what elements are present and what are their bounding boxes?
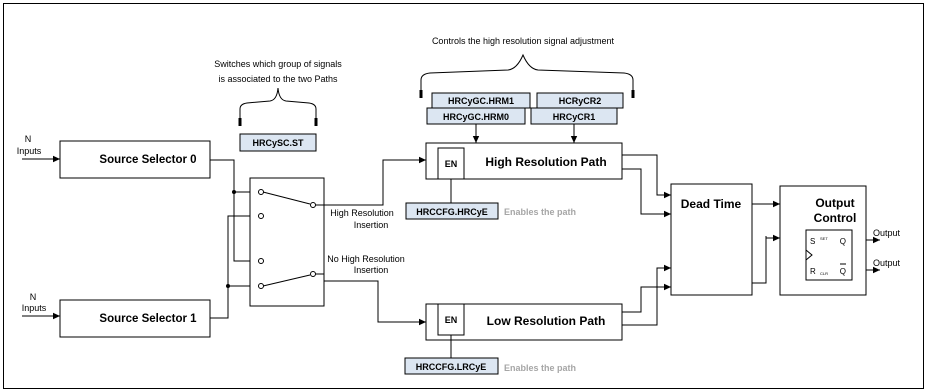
output-control-line2: Control (814, 211, 857, 225)
wire-high-to-deadtime-1 (622, 154, 671, 199)
switch-arm-high (262, 191, 311, 205)
ff-qbar: Q (840, 267, 846, 276)
output-control-line1: Output (815, 196, 854, 210)
switch-arm-low (262, 274, 311, 287)
switch-note-brace (239, 87, 317, 118)
register-hrcysc-st (239, 133, 317, 152)
en-low-box (437, 303, 465, 336)
enables-path-low: Enables the path (504, 363, 576, 373)
hr-insertion-line1: High Resolution (330, 208, 394, 218)
switch-note-line1: Switches which group of signals (214, 59, 342, 69)
dead-time (670, 183, 753, 296)
ff-q: Q (840, 237, 846, 246)
wire-low-to-deadtime-1 (622, 283, 671, 313)
wire-to-high-path (324, 156, 426, 206)
en-low-label: EN (445, 315, 458, 325)
register-hrm0-label: HRCyGC.HRM0 (443, 112, 509, 122)
input-bottom-n: N (30, 292, 37, 302)
register-lrcye (404, 357, 499, 375)
junction-ss0 (232, 190, 236, 194)
dead-time-label: Dead Time (681, 197, 742, 211)
switch-contact-4 (258, 283, 264, 289)
ff-r: R (810, 267, 816, 276)
en-high-label: EN (445, 159, 458, 169)
junction-ss1 (226, 284, 230, 288)
register-hrcye-label: HRCCFG.HRCyE (416, 207, 488, 217)
switch-out-high (310, 202, 316, 208)
switch-note-line2: is associated to the two Paths (218, 74, 338, 84)
hr-insertion-line2: Insertion (354, 220, 389, 230)
register-cr2-label: HCRyCR2 (559, 96, 602, 106)
output-top-label: Output (873, 228, 901, 238)
register-hrcysc-st-label: HRCySC.ST (252, 138, 304, 148)
ff-clock-triangle (805, 249, 813, 261)
wire-to-low-path (324, 280, 426, 326)
register-cr1-label: HRCyCR1 (553, 112, 596, 122)
register-lrcye-label: HRCCFG.LRCyE (416, 362, 487, 372)
no-hr-line1: No High Resolution (327, 254, 405, 264)
flip-flop (805, 229, 853, 281)
wire-ss1-to-switch (210, 215, 261, 319)
switch-out-low (310, 271, 316, 277)
switch-contact-2 (258, 213, 264, 219)
wire-ss0-to-switch (210, 159, 261, 193)
ff-clr: CLR (820, 271, 828, 276)
wire-high-to-deadtime-2 (622, 168, 671, 218)
ff-s: S (810, 237, 815, 246)
register-hrm1-label: HRCyGC.HRM1 (448, 96, 514, 106)
ff-set: SET (820, 236, 828, 241)
outer-frame (3, 3, 924, 389)
no-hr-line2: Insertion (354, 265, 389, 275)
input-top-label: Inputs (17, 146, 42, 156)
switch-contact-1 (258, 189, 264, 195)
input-top-n: N (25, 134, 32, 144)
high-resolution-path-label: High Resolution Path (485, 155, 606, 169)
wire-deadtime-to-output-2a (752, 236, 767, 284)
register-hrcye (405, 202, 499, 220)
switch-contact-3 (258, 258, 264, 264)
wire-low-to-deadtime-2 (622, 264, 671, 326)
source-selector-0-label: Source Selector 0 (99, 154, 196, 166)
hr-note: Controls the high resolution signal adju… (432, 36, 615, 46)
enables-path-high: Enables the path (504, 207, 576, 217)
output-bottom-label: Output (873, 258, 901, 268)
hr-note-brace (420, 53, 634, 90)
low-resolution-path-label: Low Resolution Path (487, 314, 606, 328)
source-selector-1-label: Source Selector 1 (99, 313, 197, 325)
input-bottom-label: Inputs (22, 303, 47, 313)
